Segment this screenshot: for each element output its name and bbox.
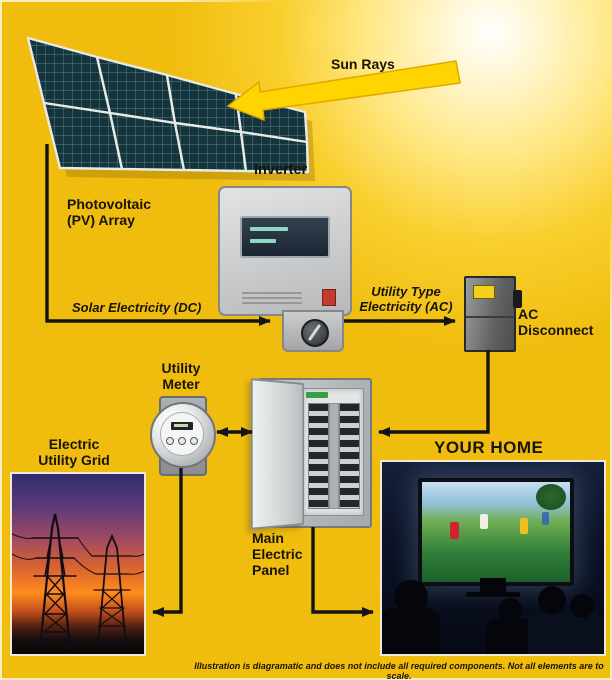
sun-rays-label: Sun Rays: [331, 56, 395, 72]
viewer-silhouette: [382, 608, 440, 654]
viewer-silhouette: [570, 594, 594, 618]
utility-meter-label: Utility Meter: [161, 360, 201, 393]
meter-register: [171, 422, 193, 430]
breaker-panel-interior: [302, 388, 364, 516]
viewer-silhouette: [538, 586, 566, 614]
meter-dials: [161, 437, 203, 445]
inverter-unit: [218, 186, 352, 316]
disconnect-handle: [513, 290, 522, 308]
ac-disconnect-label: AC Disconnect: [518, 306, 594, 339]
sofa-silhouette: [528, 612, 604, 654]
your-home-label: YOUR HOME: [434, 438, 544, 457]
pv-array-label: Photovoltaic (PV) Array: [67, 196, 152, 229]
tv-stand: [466, 578, 520, 597]
breaker-column: [308, 403, 329, 509]
tv-figure: [520, 518, 528, 534]
tv-tree: [536, 484, 566, 510]
solar-panel: [173, 121, 248, 173]
home-photo: [380, 460, 606, 656]
viewer-silhouette: [486, 618, 532, 654]
utility-grid-photo: [10, 472, 146, 656]
inverter-label: Inverter: [254, 162, 308, 178]
breaker-column: [339, 403, 360, 509]
meter-face: [160, 412, 204, 456]
dc-electricity-label: Solar Electricity (DC): [72, 300, 202, 315]
meter-dial: [190, 437, 198, 445]
inverter-display: [240, 216, 330, 258]
display-readout: [250, 239, 276, 243]
disconnect-seam: [466, 316, 514, 318]
ac-electricity-label: Utility Type Electricity (AC): [359, 284, 453, 315]
tv-figure: [542, 512, 549, 525]
tv-figure: [480, 514, 488, 529]
display-readout: [250, 227, 288, 231]
solar-panel: [108, 111, 186, 172]
ac-disconnect-box: [464, 276, 522, 352]
utility-grid-label: Electric Utility Grid: [38, 436, 110, 469]
disconnect-rating-sticker: [473, 285, 495, 299]
warning-sticker: [322, 289, 336, 306]
panel-door: [250, 378, 304, 530]
inverter-switch-knob: [301, 319, 329, 347]
meter-dial: [178, 437, 186, 445]
utility-meter-device: [150, 402, 216, 468]
panel-spine: [329, 403, 339, 509]
transmission-towers: [12, 513, 144, 650]
television: [418, 478, 574, 586]
inverter-switch-housing: [282, 310, 344, 352]
main-panel-label: Main Electric Panel: [252, 530, 303, 579]
panel-logo: [306, 392, 328, 398]
inverter-vents: [242, 292, 302, 304]
tv-figure: [450, 522, 459, 539]
solar-panel: [26, 36, 112, 115]
disclaimer-caption: Illustration is diagramatic and does not…: [194, 661, 604, 680]
meter-dial: [166, 437, 174, 445]
